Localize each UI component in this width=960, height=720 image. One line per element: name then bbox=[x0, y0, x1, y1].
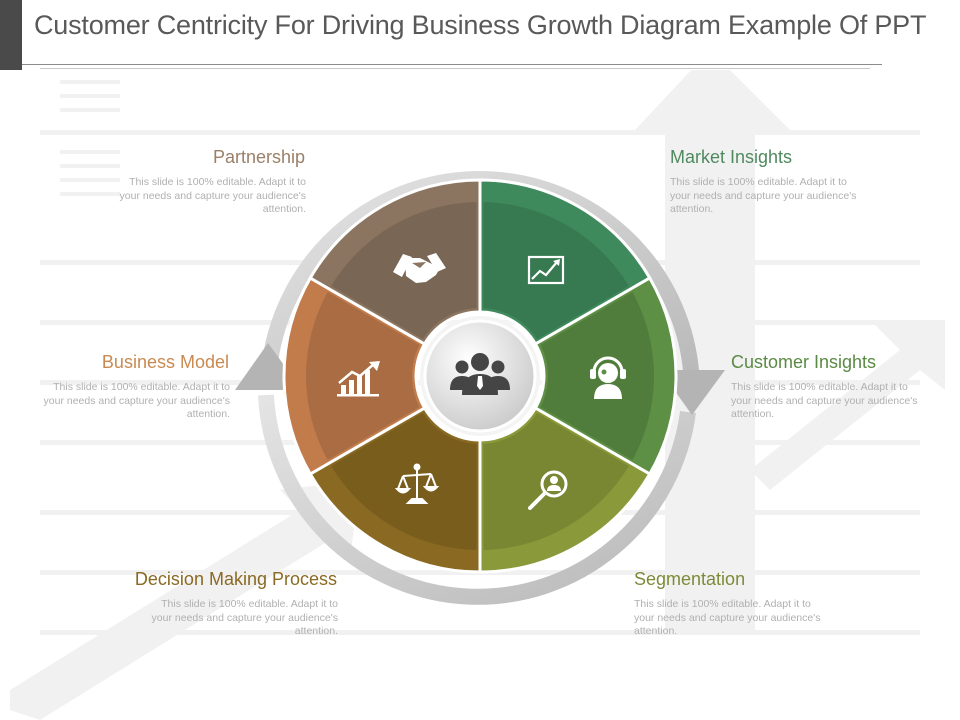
segment-shade-business-model bbox=[306, 292, 420, 460]
user-search-icon bbox=[528, 470, 568, 510]
desc-market-insights: This slide is 100% editable. Adapt it to… bbox=[670, 176, 857, 215]
label-partnership: Partnership bbox=[212, 147, 305, 167]
desc-segmentation: This slide is 100% editable. Adapt it to… bbox=[634, 598, 821, 637]
label-business-model: Business Model bbox=[101, 352, 229, 372]
segment-decision-making-process bbox=[308, 405, 482, 574]
support-agent-icon bbox=[590, 356, 626, 399]
segment-partnership bbox=[308, 178, 482, 347]
title-accent-bar bbox=[0, 0, 22, 70]
label-segmentation: Segmentation bbox=[634, 569, 746, 589]
scales-icon bbox=[394, 463, 440, 504]
segment-business-model bbox=[282, 275, 427, 477]
label-customer-insights: Customer Insights bbox=[731, 352, 877, 372]
label-market-insights: Market Insights bbox=[670, 147, 793, 167]
label-decision-making-process: Decision Making Process bbox=[134, 569, 337, 589]
background-watermark bbox=[10, 70, 945, 720]
desc-customer-insights: This slide is 100% editable. Adapt it to… bbox=[731, 381, 918, 420]
team-icon bbox=[450, 353, 510, 395]
page-title: Customer Centricity For Driving Business… bbox=[34, 10, 927, 40]
segment-shade-customer-insights bbox=[540, 292, 654, 460]
segment-market-insights bbox=[478, 178, 652, 347]
rising-bars-icon bbox=[337, 361, 380, 397]
segment-shade-market-insights bbox=[483, 202, 629, 340]
desc-business-model: This slide is 100% editable. Adapt it to… bbox=[43, 381, 230, 420]
segment-shade-decision-making-process bbox=[331, 412, 477, 550]
desc-partnership: This slide is 100% editable. Adapt it to… bbox=[119, 176, 306, 215]
title-divider bbox=[22, 64, 882, 65]
handshake-icon bbox=[393, 253, 446, 283]
desc-decision-making-process: This slide is 100% editable. Adapt it to… bbox=[151, 598, 338, 637]
title-divider-secondary bbox=[40, 68, 870, 69]
growth-chart-icon bbox=[527, 255, 565, 285]
